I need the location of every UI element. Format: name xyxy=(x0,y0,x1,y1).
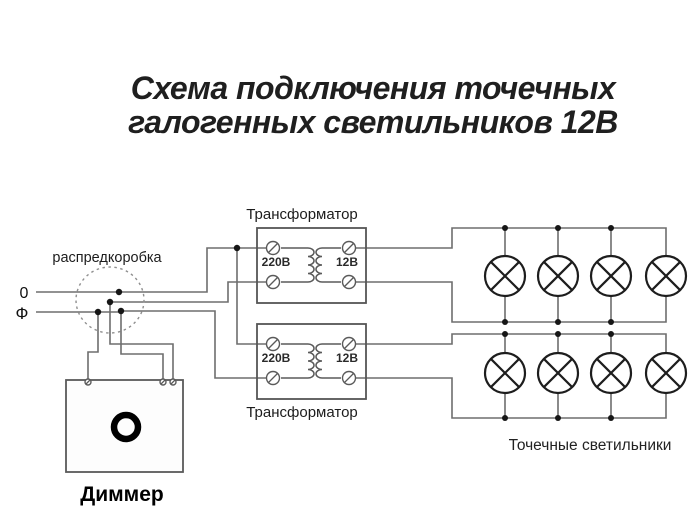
diagram-title-line2: галогенных светильников 12В xyxy=(128,104,618,140)
transformer-box xyxy=(256,323,367,400)
dimmer-label: Диммер xyxy=(80,483,163,506)
terminal-slash xyxy=(267,338,279,350)
wire-junction-to-dimmer-out2 xyxy=(109,302,174,379)
junction-dot xyxy=(502,225,508,231)
spotlight-lamp-icon xyxy=(536,351,580,395)
dimmer-knob-icon xyxy=(110,411,142,443)
transformer-bottom-label: Трансформатор xyxy=(246,404,358,421)
junction-box-label: распредкоробка xyxy=(52,250,162,266)
junction-dot xyxy=(233,244,241,252)
phase-label: Ф xyxy=(16,304,29,323)
primary-coil-icon xyxy=(281,247,315,283)
terminal-slash xyxy=(170,379,176,385)
junction-dot xyxy=(608,415,614,421)
diagram-title-line1: Схема подключения точечных xyxy=(131,70,617,106)
wire-dimmer-to-bottom-transformer xyxy=(121,310,266,379)
junction-dot xyxy=(608,331,614,337)
wire-top-lamps-bus-top xyxy=(356,227,667,256)
spotlight-groups xyxy=(483,225,688,421)
junction-dot xyxy=(502,319,508,325)
junction-dot xyxy=(115,288,123,296)
terminal-slash xyxy=(343,242,355,254)
terminal-slash xyxy=(160,379,166,385)
junction-dot xyxy=(555,225,561,231)
junction-dot xyxy=(502,415,508,421)
wire-phase-to-dimmer xyxy=(87,312,99,379)
junction-dot xyxy=(117,307,125,315)
wire-top-lamps-bus-bottom xyxy=(356,281,667,323)
junction-dot xyxy=(608,225,614,231)
spotlight-group xyxy=(483,225,688,325)
spotlight-lamp-icon xyxy=(589,351,633,395)
primary-voltage-label: 220В xyxy=(262,255,291,269)
junction-box-circle xyxy=(75,266,145,334)
transformer-bottom: 220В 12В xyxy=(256,323,367,400)
junction-dot xyxy=(502,331,508,337)
terminal-slash xyxy=(267,372,279,384)
secondary-voltage-label: 12В xyxy=(336,351,358,365)
wiring xyxy=(36,227,667,419)
transformer-top-label: Трансформатор xyxy=(246,206,358,223)
spotlight-lamp-icon xyxy=(589,254,633,298)
spotlight-lamp-icon xyxy=(483,351,527,395)
transformer-box xyxy=(256,227,367,304)
terminal-slash xyxy=(85,379,91,385)
junction-dot xyxy=(106,298,114,306)
junction-dot xyxy=(555,319,561,325)
secondary-voltage-label: 12В xyxy=(336,255,358,269)
terminal-slash xyxy=(343,372,355,384)
wire-junction-to-dimmer-out1 xyxy=(120,311,164,379)
dimmer-box xyxy=(65,379,184,473)
terminal-slash xyxy=(267,276,279,288)
terminal-slash xyxy=(343,276,355,288)
junction-dot xyxy=(555,331,561,337)
transformer-top: 220В 12В xyxy=(256,227,367,304)
spotlight-lamp-icon xyxy=(536,254,580,298)
primary-coil-icon xyxy=(281,343,315,379)
spotlight-group xyxy=(483,331,688,421)
wire-dimmer-to-top-transformer xyxy=(110,281,266,303)
secondary-coil-icon xyxy=(315,343,341,379)
wire-bottom-lamps-bus-bottom xyxy=(356,377,667,419)
spotlights-label: Точечные светильники xyxy=(509,437,672,454)
junction-dots xyxy=(94,244,241,316)
dimmer xyxy=(65,378,184,473)
primary-voltage-label: 220В xyxy=(262,351,291,365)
terminal-slash xyxy=(343,338,355,350)
junction-dot xyxy=(608,319,614,325)
terminal-slash xyxy=(267,242,279,254)
spotlight-lamp-icon xyxy=(644,351,688,395)
spotlight-lamp-icon xyxy=(644,254,688,298)
neutral-label: 0 xyxy=(20,285,29,302)
wire-bottom-lamps-bus-top xyxy=(356,333,667,353)
junction-dot xyxy=(555,415,561,421)
secondary-coil-icon xyxy=(315,247,341,283)
spotlight-lamp-icon xyxy=(483,254,527,298)
junction-dot xyxy=(94,308,102,316)
